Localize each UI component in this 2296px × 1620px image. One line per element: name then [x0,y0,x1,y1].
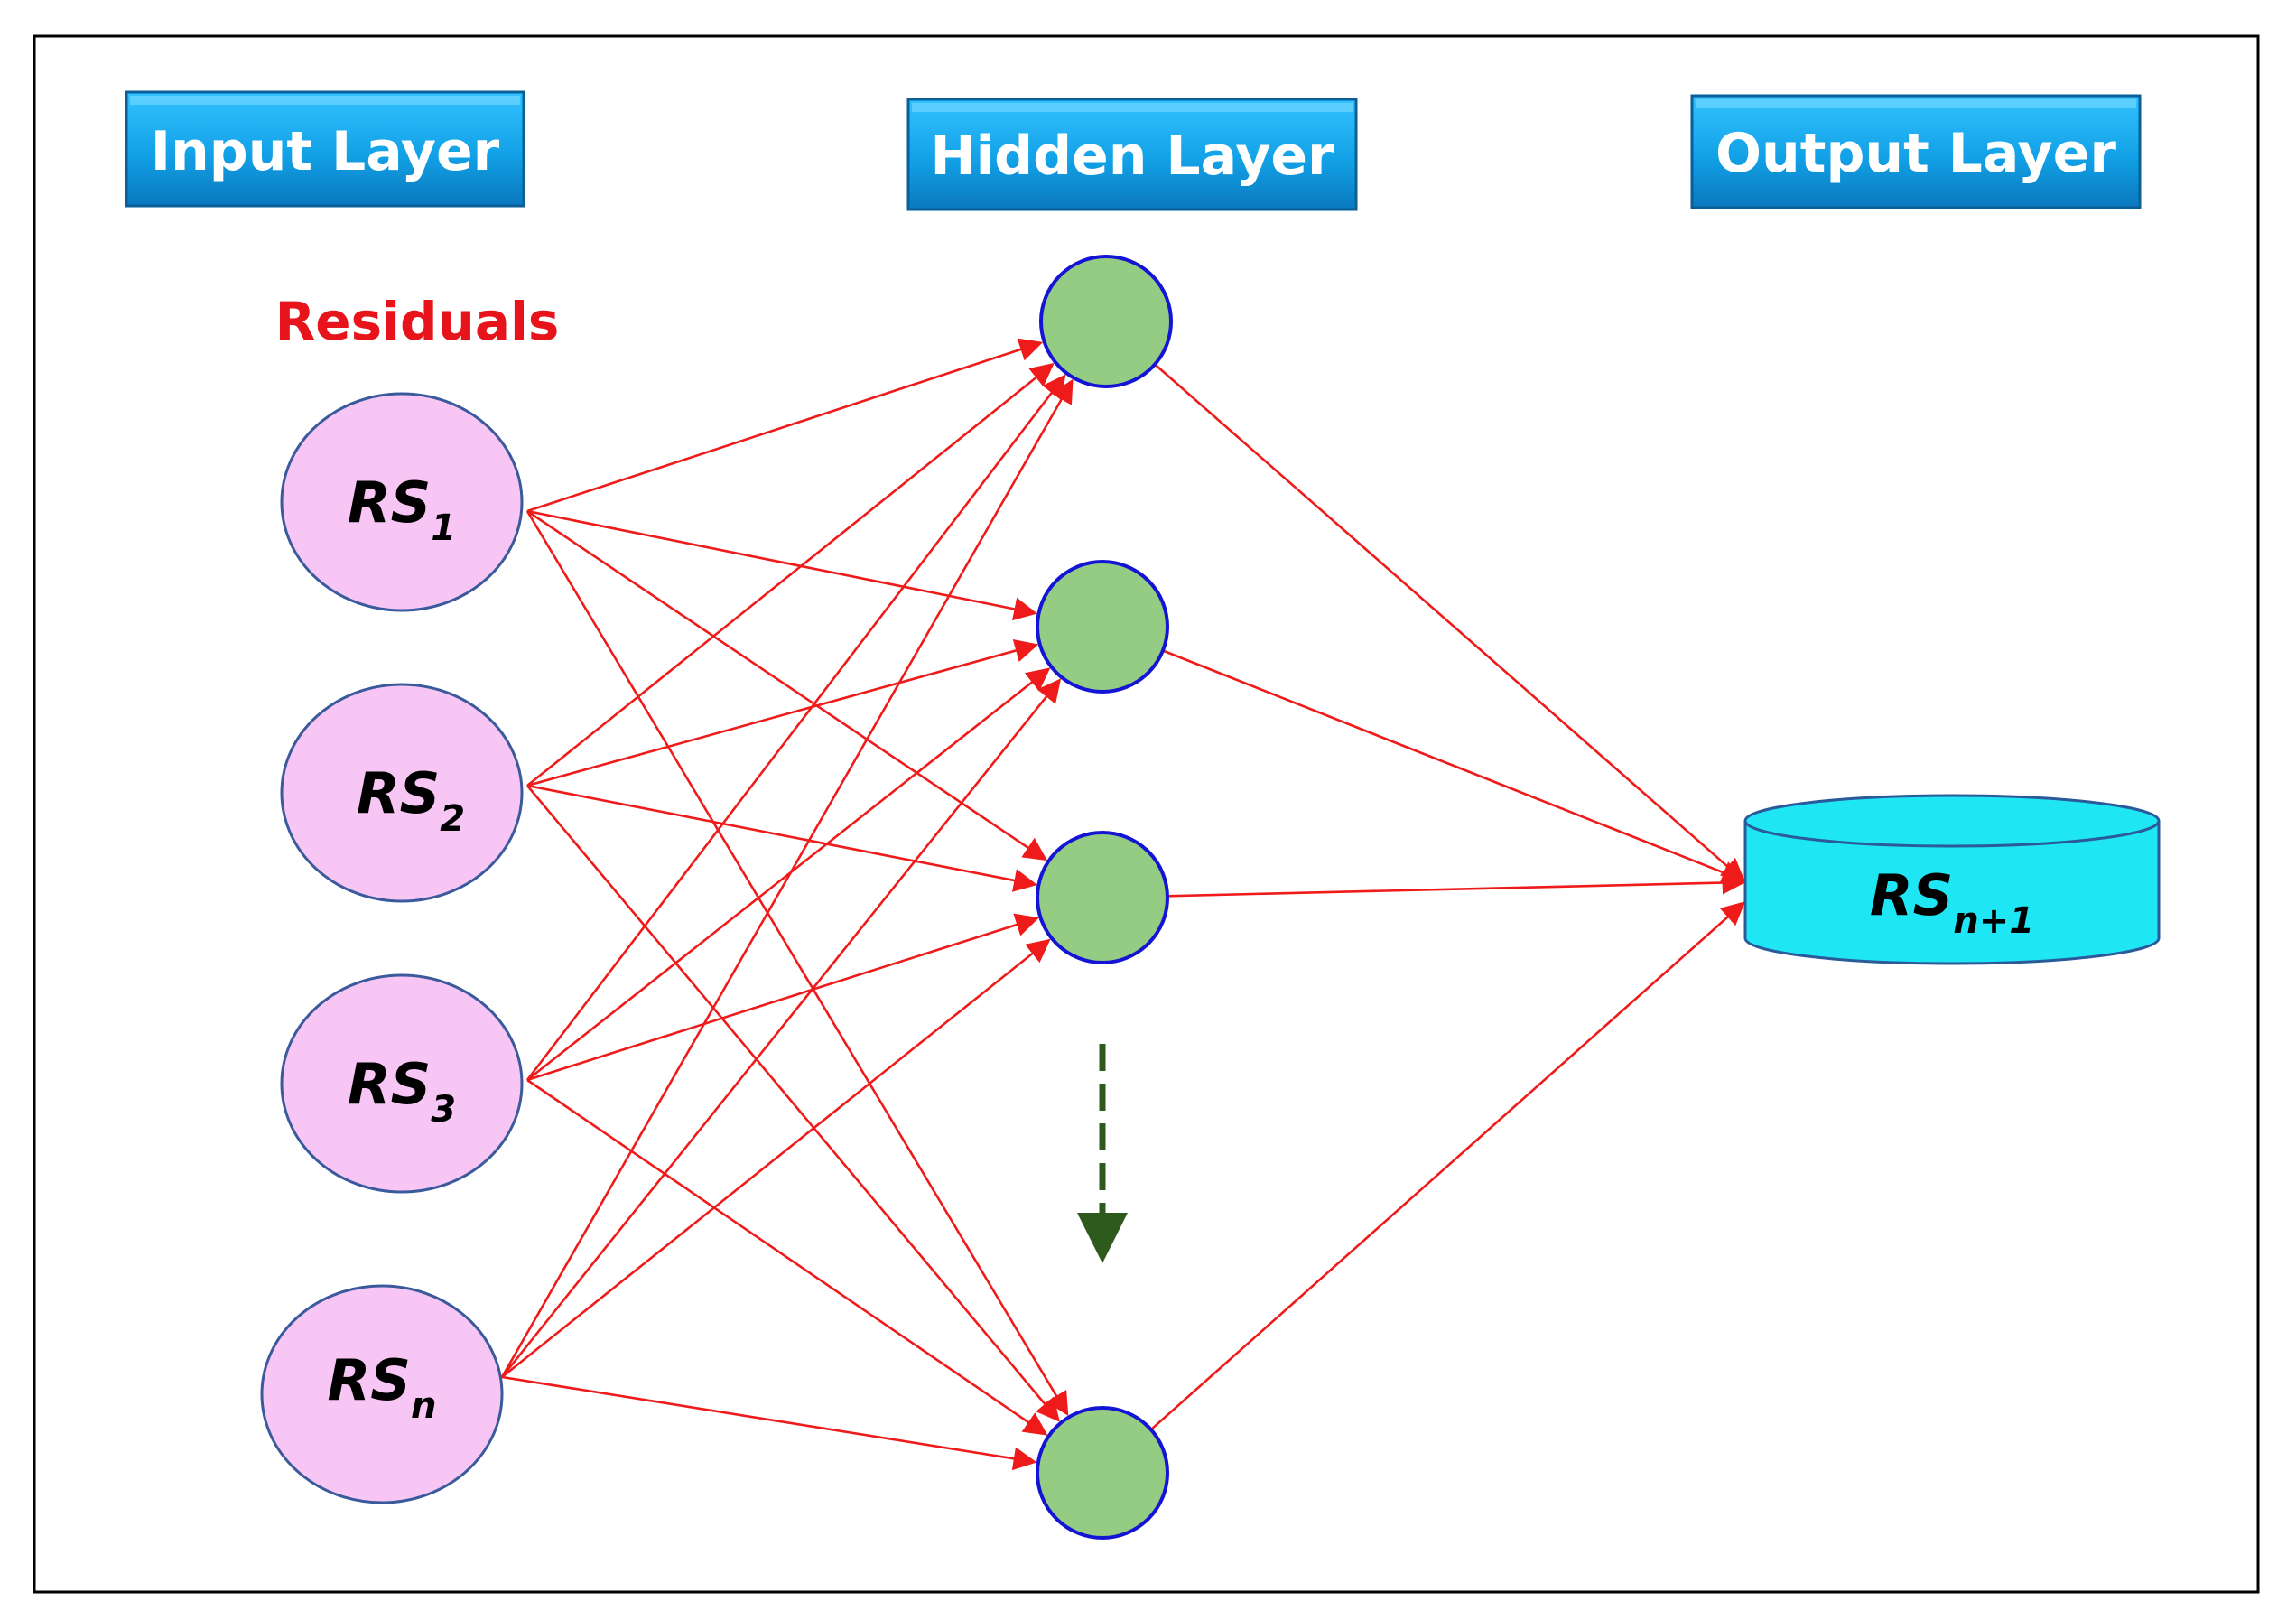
output-node: RSn+1 [1743,794,2161,965]
connection-input-3-hidden-2 [526,667,1051,1082]
input-node-3-subscript: 3 [431,1089,456,1131]
connection-input-1-hidden-2 [526,509,1038,621]
connection-input-3-hidden-1 [525,374,1066,1081]
input-node-n: RSn [260,1284,504,1504]
connection-input-2-hidden-1 [526,362,1055,787]
input-node-2-base: RS [357,760,440,826]
hidden-layer-label: Hidden Layer [930,125,1334,188]
input-node-1-subscript: 1 [431,507,456,549]
connection-input-4-hidden-2 [500,678,1062,1378]
connection-input-4-hidden-3 [501,938,1051,1379]
svg-text:RSn: RSn [328,1347,437,1427]
connection-input-3-hidden-4 [526,1078,1048,1436]
connection-hidden-2-output [1162,649,1746,884]
input-node-n-base: RS [328,1347,411,1413]
residuals-label: Residuals [275,291,560,352]
input-node-3: RS3 [280,973,524,1194]
connection-hidden-4-output [1149,901,1745,1431]
connection-input-3-hidden-3 [526,913,1040,1082]
input-node-n-subscript: n [411,1385,436,1427]
input-node-1-base: RS [348,470,431,535]
connection-input-4-hidden-4 [501,1375,1037,1471]
connection-input-1-hidden-1 [526,338,1044,513]
connection-input-2-hidden-2 [526,638,1039,787]
hidden-node-1 [1039,255,1173,388]
input-layer-label: Input Layer [151,120,500,183]
connection-input-2-hidden-3 [526,784,1037,892]
svg-text:RS3: RS3 [348,1051,456,1131]
hidden-layer-title: Hidden Layer [906,98,1358,211]
connection-input-4-hidden-1 [500,378,1074,1378]
svg-text:RSn+1: RSn+1 [1870,862,2034,942]
connection-input-2-hidden-4 [526,785,1060,1422]
connections [500,338,1746,1471]
output-node-base: RS [1870,862,1953,928]
connection-hidden-3-output [1167,871,1746,898]
diagram-frame [33,34,2260,1594]
connection-input-1-hidden-4 [525,510,1069,1417]
hidden-node-3 [1036,831,1169,964]
hidden-node-2 [1036,560,1169,694]
input-layer-title: Input Layer [125,90,525,208]
connection-input-1-hidden-3 [526,509,1048,861]
input-node-2: RS2 [280,683,524,903]
input-node-1: RS1 [280,392,524,612]
svg-text:RS2: RS2 [357,760,465,840]
output-layer-label: Output Layer [1715,122,2116,185]
input-node-2-subscript: 2 [440,798,465,840]
output-layer-title: Output Layer [1690,94,2142,209]
svg-text:RS1: RS1 [348,470,456,549]
hidden-node-4 [1036,1406,1169,1540]
output-node-subscript: n+1 [1953,900,2034,942]
connection-hidden-1-output [1154,363,1745,882]
input-node-3-base: RS [348,1051,431,1117]
